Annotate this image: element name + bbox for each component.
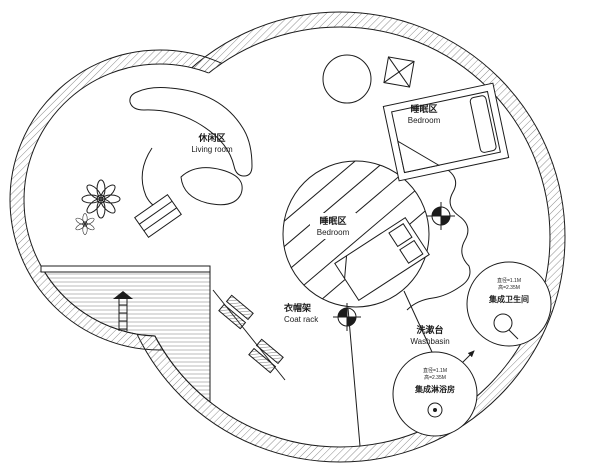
toilet-pod: 直径=1.1M 高=2.35M 集成卫生间 bbox=[466, 261, 552, 347]
toilet-pod-label: 集成卫生间 bbox=[488, 294, 529, 304]
core-label-bg bbox=[310, 213, 356, 239]
living-label-en: Living room bbox=[191, 145, 233, 154]
living-label-zh: 休闲区 bbox=[197, 132, 225, 143]
toilet-pod-dim1: 直径=1.1M bbox=[497, 277, 521, 284]
ladder-icon bbox=[113, 291, 133, 331]
shower-drain-icon bbox=[427, 402, 443, 418]
washbasin-label-en: Washbasin bbox=[410, 337, 449, 346]
deck-terrace bbox=[40, 265, 211, 404]
washbasin-label-zh: 洗漱台 bbox=[416, 324, 443, 335]
shower-pod-dim2: 高=2.35M bbox=[424, 374, 446, 381]
living-room bbox=[75, 87, 253, 238]
toilet-icon bbox=[493, 313, 519, 340]
round-table bbox=[322, 54, 372, 104]
deck-wall bbox=[40, 265, 211, 273]
column-marker-icon bbox=[333, 303, 361, 331]
toilet-pod-dim2: 高=2.35M bbox=[498, 284, 520, 291]
bedroom-window-label-en: Bedroom bbox=[408, 116, 441, 125]
rug bbox=[134, 194, 182, 238]
coat-rack-blocks-1 bbox=[218, 294, 254, 330]
plant-icon bbox=[81, 179, 121, 219]
coffee-table bbox=[180, 167, 243, 206]
lamp-square-icon bbox=[383, 56, 415, 88]
toilet-pod-circle bbox=[466, 261, 552, 347]
partition-hall bbox=[347, 307, 361, 447]
shower-pod-dim1: 直径=1.1M bbox=[423, 367, 447, 374]
bedroom-core-label-zh: 睡眠区 bbox=[319, 215, 346, 226]
column-marker-icon bbox=[427, 202, 455, 230]
coat-rack-label-zh: 衣帽架 bbox=[284, 302, 311, 313]
coat-rack: 衣帽架 Coat rack bbox=[218, 294, 319, 374]
coat-rack-blocks-2 bbox=[248, 338, 284, 374]
bedroom-window-label-zh: 睡眠区 bbox=[410, 103, 437, 114]
window-bed bbox=[382, 82, 510, 182]
bedroom-core: 睡眠区 Bedroom bbox=[282, 160, 430, 308]
shower-pod: 直径=1.1M 高=2.35M 集成淋浴房 bbox=[392, 351, 478, 437]
partition-core-to-shower bbox=[403, 290, 433, 353]
bedroom-core-label-en: Bedroom bbox=[317, 228, 350, 237]
shower-pod-circle bbox=[392, 351, 478, 437]
bedroom-window: 睡眠区 Bedroom bbox=[382, 82, 510, 182]
deck-area bbox=[43, 271, 211, 404]
sofa bbox=[129, 87, 253, 177]
coat-rack-label-en: Coat rack bbox=[284, 315, 319, 324]
shower-pod-label: 集成淋浴房 bbox=[414, 384, 455, 394]
curtain-icon bbox=[406, 167, 471, 311]
core-bed bbox=[334, 216, 430, 302]
